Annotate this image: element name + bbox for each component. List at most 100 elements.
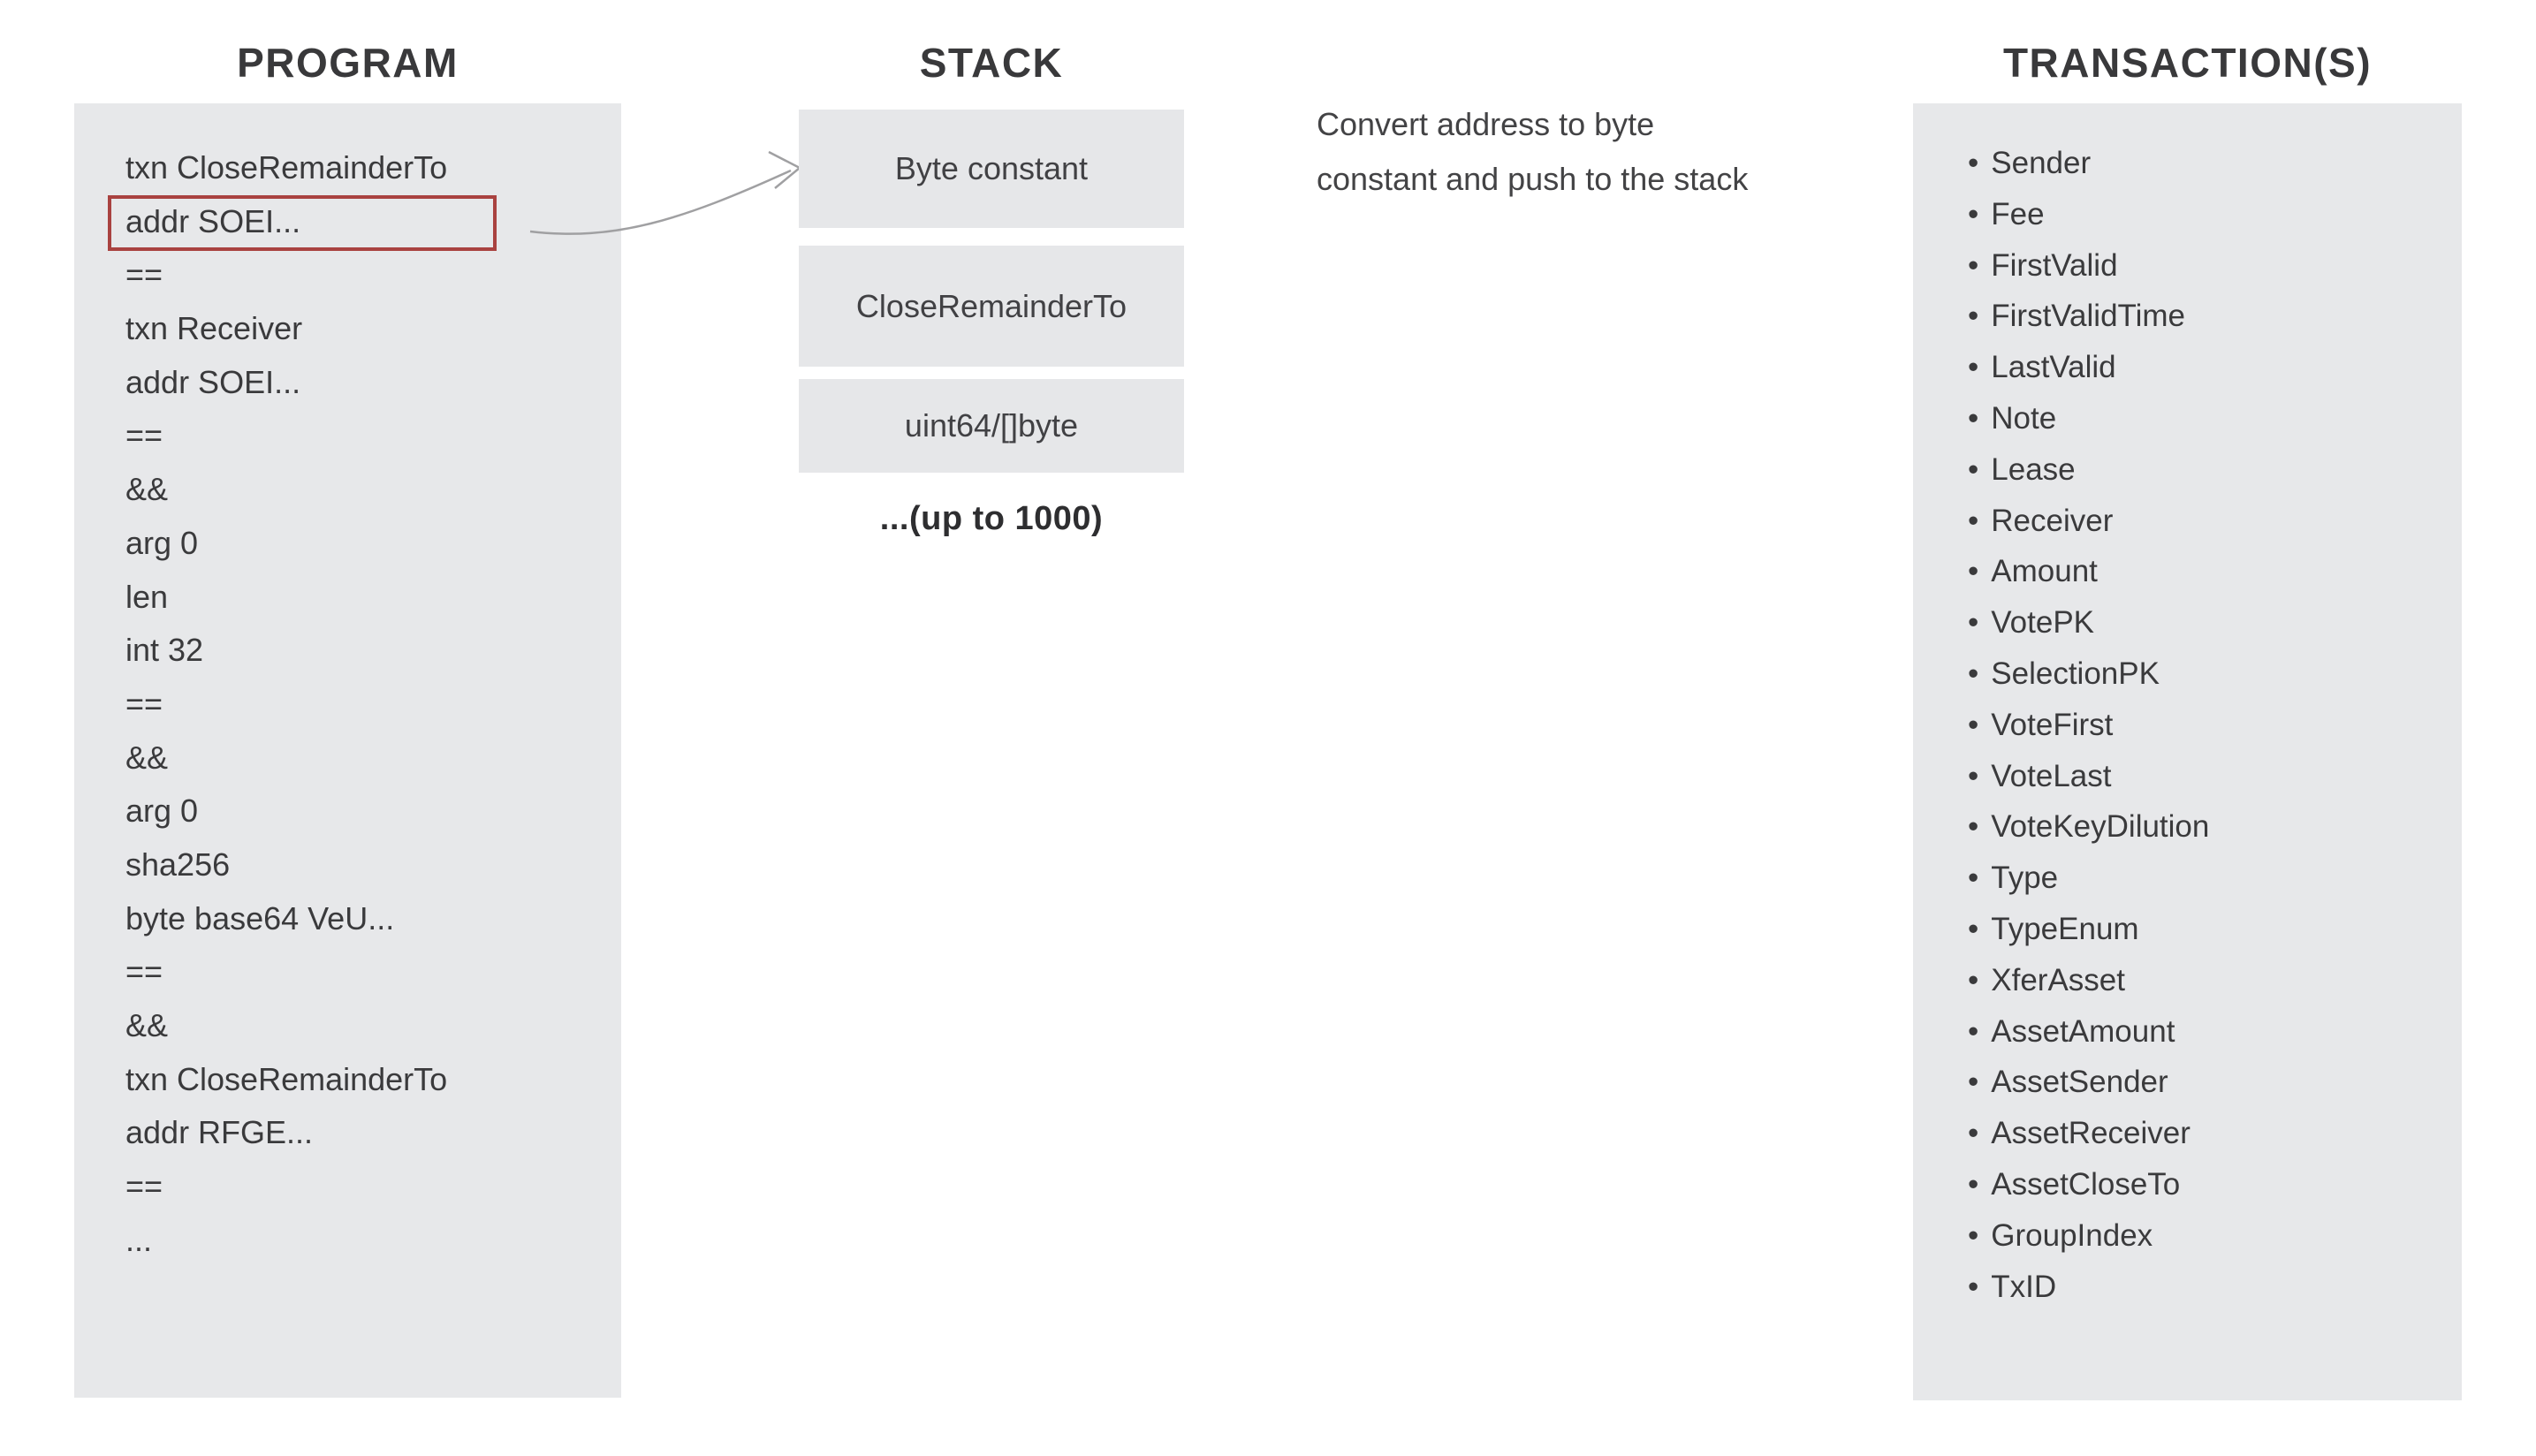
program-code-line: addr SOEI... xyxy=(125,202,301,239)
transaction-field-label: VotePK xyxy=(1991,605,2095,641)
transaction-field-label: Note xyxy=(1991,400,2057,436)
program-code-line: txn CloseRemainderTo xyxy=(125,149,448,186)
transaction-field-label: GroupIndex xyxy=(1991,1217,2153,1253)
program-code-line: && xyxy=(125,471,169,508)
transaction-field-label: Amount xyxy=(1991,554,2098,589)
transaction-field: • VoteFirst xyxy=(1968,700,2462,751)
annotation-line: constant and push to the stack xyxy=(1317,161,1749,197)
bullet-icon: • xyxy=(1968,146,1979,180)
program-column-title: PROGRAM xyxy=(237,40,459,86)
transaction-field-label: FirstValid xyxy=(1991,247,2118,283)
transaction-field: • SelectionPK xyxy=(1968,648,2462,700)
transaction-field: •LastValid xyxy=(1968,342,2462,393)
program-code-line: len xyxy=(125,578,169,615)
program-code-line: int 32 xyxy=(125,632,204,669)
transaction-field-label: Type xyxy=(1991,861,2059,896)
bullet-icon: • xyxy=(1968,962,1979,997)
transaction-field: • GroupIndex xyxy=(1968,1210,2462,1262)
program-code-line: arg 0 xyxy=(125,792,199,830)
transaction-field-label: Fee xyxy=(1991,196,2045,231)
transaction-field-label: Lease xyxy=(1991,451,2076,487)
transaction-field: • FirstValidTime xyxy=(1968,291,2462,342)
transaction-field: • Sender xyxy=(1968,138,2462,189)
transaction-field: • TypeEnum xyxy=(1968,904,2462,955)
transaction-field-label: Sender xyxy=(1991,146,2092,180)
program-code-line: == xyxy=(125,417,163,454)
annotation-line: Convert address to byte xyxy=(1317,106,1655,142)
transactions-panel: •Sender•Fee•FirstValid•FirstValidTime•La… xyxy=(1913,103,2462,1400)
program-code-line: == xyxy=(125,256,163,293)
bullet-icon: • xyxy=(1968,247,1979,283)
transaction-field-label: AssetSender xyxy=(1991,1065,2168,1100)
program-code-line: arg 0 xyxy=(125,524,199,561)
bullet-icon: • xyxy=(1968,1166,1979,1202)
bullet-icon: • xyxy=(1968,758,1979,793)
transaction-field: • FirstValid xyxy=(1968,240,2462,292)
curved-arrow-icon xyxy=(529,150,802,235)
transaction-field-label: VoteFirst xyxy=(1991,707,2114,742)
transactions-column-title: TRANSACTION(S) xyxy=(2002,40,2373,86)
transaction-field-label: Receiver xyxy=(1991,503,2114,538)
transaction-field: • AssetAmount xyxy=(1968,1006,2462,1058)
program-code-line: sha256 xyxy=(125,846,231,883)
transaction-field-label: LastValid xyxy=(1991,350,2116,385)
bullet-icon: • xyxy=(1968,400,1979,436)
transaction-field: • AssetSender xyxy=(1968,1057,2462,1108)
transaction-field-label: XferAsset xyxy=(1991,962,2125,997)
bullet-icon: • xyxy=(1968,1065,1979,1100)
transaction-field-label: AssetCloseTo xyxy=(1991,1166,2181,1202)
bullet-icon: • xyxy=(1968,861,1979,896)
transaction-field-label: FirstValidTime xyxy=(1991,299,2186,334)
bullet-icon: • xyxy=(1968,554,1979,589)
transaction-field-label: TypeEnum xyxy=(1991,911,2139,946)
transaction-field-label: AssetAmount xyxy=(1991,1013,2175,1049)
bullet-icon: • xyxy=(1968,299,1979,334)
bullet-icon: • xyxy=(1968,1013,1979,1049)
program-code-line: ... xyxy=(125,1221,153,1258)
bullet-icon: • xyxy=(1968,911,1979,946)
program-code-line: addr SOEI... xyxy=(125,363,301,400)
bullet-icon: • xyxy=(1968,1217,1979,1253)
transaction-field: • AssetCloseTo xyxy=(1968,1159,2462,1210)
transaction-field-label: SelectionPK xyxy=(1991,656,2160,691)
transaction-field: • VotePK xyxy=(1968,597,2462,648)
transaction-field: • Fee xyxy=(1968,189,2462,240)
program-code-list: txn CloseRemainderTo addr SOEI... == txn Re… xyxy=(74,103,621,1267)
stack-box: uint64/[]byte xyxy=(799,379,1184,473)
bullet-icon: • xyxy=(1968,503,1979,538)
stack-column-title: STACK xyxy=(919,40,1064,86)
bullet-icon: • xyxy=(1968,656,1979,691)
program-code-line: == xyxy=(125,685,163,722)
transaction-field-label: VoteLast xyxy=(1991,758,2112,793)
transaction-field: • Amount xyxy=(1968,546,2462,597)
program-code-line: && xyxy=(125,1007,169,1043)
program-code-line: byte base64 VeU... xyxy=(125,899,395,937)
stack-box: CloseRemainderTo xyxy=(799,246,1184,367)
transaction-field: •VoteKeyDilution xyxy=(1968,801,2462,853)
bullet-icon: • xyxy=(1968,707,1979,742)
annotation-text: Convert address to byte constant and pus… xyxy=(1317,97,1847,207)
program-panel: txn CloseRemainderTo addr SOEI... == txn Re… xyxy=(74,103,621,1398)
program-code-line: == xyxy=(125,1168,163,1205)
transaction-field: • Note xyxy=(1968,393,2462,444)
bullet-icon: • xyxy=(1968,1116,1979,1151)
bullet-icon: • xyxy=(1968,605,1979,641)
program-code-line: && xyxy=(125,739,169,776)
transaction-field: • VoteLast xyxy=(1968,751,2462,802)
program-code-line: txn CloseRemainderTo xyxy=(125,1060,448,1097)
transaction-field: •AssetReceiver xyxy=(1968,1108,2462,1159)
bullet-icon: • xyxy=(1968,1269,1979,1304)
transaction-field-list: •Sender•Fee•FirstValid•FirstValidTime•La… xyxy=(1913,103,2462,1312)
program-code-line: txn Receiver xyxy=(125,310,303,347)
transaction-field: • Receiver xyxy=(1968,496,2462,547)
transaction-field-label: VoteKeyDilution xyxy=(1991,809,2210,845)
transaction-field: • Type xyxy=(1968,853,2462,904)
transaction-field-label: TxID xyxy=(1991,1269,2057,1304)
bullet-icon: • xyxy=(1968,451,1979,487)
bullet-icon: • xyxy=(1968,196,1979,231)
program-code-line: == xyxy=(125,953,163,990)
program-code-line: addr RFGE... xyxy=(125,1114,314,1151)
transaction-field: • XferAsset xyxy=(1968,955,2462,1006)
